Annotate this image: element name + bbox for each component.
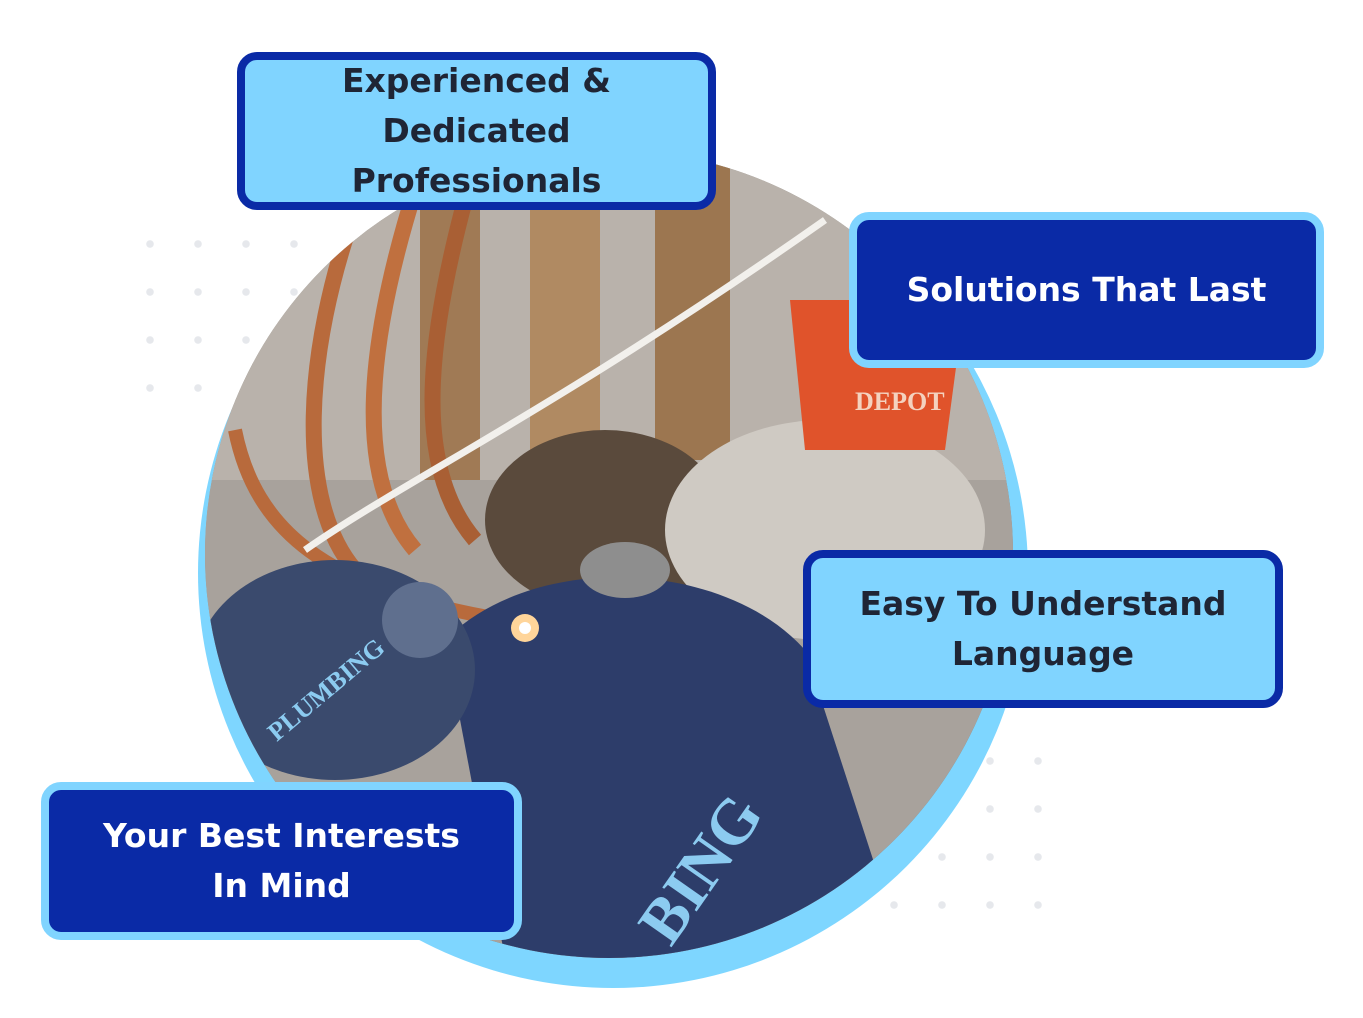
card-title-line2: Language [951, 634, 1135, 673]
card-title-line2: In Mind [212, 866, 351, 905]
bucket-text: DEPOT [855, 387, 945, 416]
card-title-line1: Solutions That Last [906, 270, 1267, 309]
card-title-line2: Professionals [351, 161, 602, 200]
solutions-that-last-card: Solutions That Last [849, 212, 1324, 368]
experienced-professionals-card: Experienced & Dedicated Professionals [237, 52, 716, 210]
easy-language-card: Easy To Understand Language [803, 550, 1283, 708]
card-title-line1: Experienced & Dedicated [341, 61, 612, 150]
card-title-line1: Easy To Understand [859, 584, 1227, 623]
card-title-line1: Your Best Interests [103, 816, 460, 855]
best-interests-card: Your Best Interests In Mind [41, 782, 522, 940]
